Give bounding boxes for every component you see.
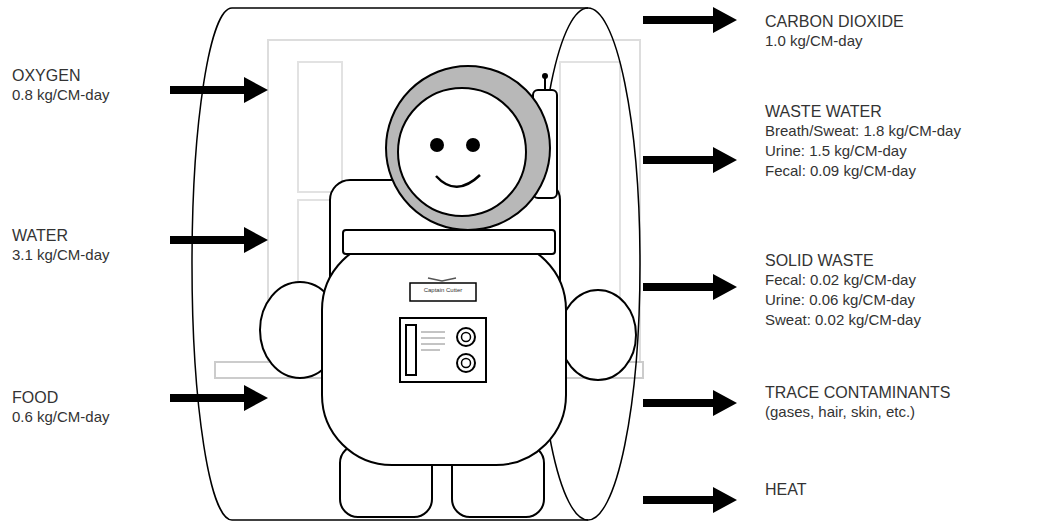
- cylinder-edge: [232, 519, 588, 521]
- chest-panel: [400, 318, 486, 382]
- flow-rate: 0.6 kg/CM-day: [12, 408, 110, 426]
- cylinder-edge: [192, 8, 232, 520]
- flow-rate: 0.8 kg/CM-day: [12, 86, 110, 104]
- panel-knob: [462, 333, 471, 342]
- flow-rate: Urine: 0.06 kg/CM-day: [765, 291, 915, 309]
- output-arrow: [643, 7, 737, 33]
- panel-lines: [421, 350, 440, 351]
- astronaut-arm: [560, 290, 636, 380]
- flow-rate: Breath/Sweat: 1.8 kg/CM-day: [765, 122, 961, 140]
- badge-name: Captain Cutter: [410, 287, 476, 294]
- flow-name: CARBON DIOXIDE: [765, 12, 904, 31]
- window-panel: [298, 62, 342, 192]
- flow-rate: Urine: 1.5 kg/CM-day: [765, 142, 907, 160]
- eye: [430, 138, 444, 152]
- flow-name: WASTE WATER: [765, 102, 882, 121]
- flow-rate: 3.1 kg/CM-day: [12, 246, 110, 264]
- antenna-tip: [542, 73, 548, 79]
- panel-knob: [462, 359, 471, 368]
- name-badge: [410, 283, 476, 301]
- panel-knob: [457, 328, 475, 346]
- output-arrow: [643, 487, 737, 513]
- flow-name: WATER: [12, 226, 68, 245]
- suit-collar: [343, 230, 555, 254]
- face: [398, 88, 526, 216]
- cylinder-edge: [232, 7, 588, 9]
- input-arrow: [170, 77, 268, 103]
- astronaut-body: [322, 240, 566, 465]
- flow-name: FOOD: [12, 388, 58, 407]
- flow-note: (gases, hair, skin, etc.): [765, 403, 915, 421]
- flow-rate: 1.0 kg/CM-day: [765, 32, 863, 50]
- panel-lines: [421, 338, 445, 339]
- output-arrow: [643, 274, 737, 300]
- badge-wings: [428, 278, 456, 281]
- panel-slot: [406, 325, 416, 375]
- flow-rate: Sweat: 0.02 kg/CM-day: [765, 311, 921, 329]
- input-arrow: [170, 385, 268, 411]
- panel-knob: [457, 354, 475, 372]
- flow-name: OXYGEN: [12, 66, 80, 85]
- flow-name: SOLID WASTE: [765, 251, 874, 270]
- eye: [466, 138, 480, 152]
- helmet: [386, 66, 550, 230]
- panel-lines: [421, 332, 445, 333]
- flow-name: TRACE CONTAMINANTS: [765, 383, 950, 402]
- flow-name: HEAT: [765, 480, 806, 499]
- output-arrow: [643, 390, 737, 416]
- smile: [436, 175, 480, 187]
- panel-lines: [421, 344, 445, 345]
- output-arrow: [643, 147, 737, 173]
- antenna-rod: [544, 78, 546, 90]
- flow-rate: Fecal: 0.09 kg/CM-day: [765, 162, 916, 180]
- flow-rate: Fecal: 0.02 kg/CM-day: [765, 271, 916, 289]
- input-arrow: [170, 227, 268, 253]
